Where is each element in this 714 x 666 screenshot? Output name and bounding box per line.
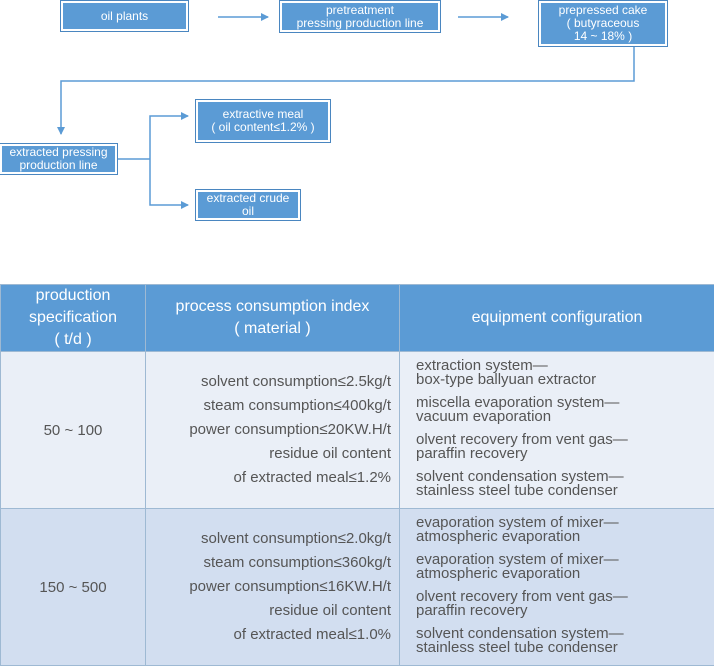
spec-cell: 50 ~ 100: [1, 352, 146, 509]
prepressed-cake-box: prepressed cake ( butyraceous 14 ~ 18% ): [539, 1, 667, 46]
index-line: steam consumption≤360kg/t: [147, 551, 391, 575]
arrow-to-meal: [150, 116, 188, 159]
index-line: residue oil content: [147, 599, 391, 623]
equipment-item: evaporation system of mixer— atmospheric…: [416, 516, 713, 544]
equipment-detail: paraffin recovery: [416, 604, 713, 618]
equipment-detail: atmospheric evaporation: [416, 530, 713, 544]
equipment-detail: atmospheric evaporation: [416, 567, 713, 581]
index-line: steam consumption≤400kg/t: [147, 394, 391, 418]
index-line: solvent consumption≤2.0kg/t: [147, 527, 391, 551]
table-header-row: production specification ( t/d ) process…: [1, 285, 714, 352]
equipment-detail: box-type ballyuan extractor: [416, 373, 713, 387]
connector-cake-to-extracted: [61, 47, 634, 134]
equipment-item: olvent recovery from vent gas— paraffin …: [416, 590, 713, 618]
equipment-item: solvent condensation system— stainless s…: [416, 470, 713, 498]
pretreatment-box: pretreatment pressing production line: [280, 1, 440, 32]
equipment-item: evaporation system of mixer— atmospheric…: [416, 553, 713, 581]
table-row: 50 ~ 100 solvent consumption≤2.5kg/t ste…: [1, 352, 714, 509]
index-line: solvent consumption≤2.5kg/t: [147, 370, 391, 394]
spec-cell: 150 ~ 500: [1, 509, 146, 666]
oil-plants-box: oil plants: [61, 1, 188, 31]
index-line: of extracted meal≤1.0%: [147, 623, 391, 647]
extracted-pressing-box: extracted pressing production line: [0, 144, 117, 174]
equipment-item: olvent recovery from vent gas— paraffin …: [416, 433, 713, 461]
index-line: residue oil content: [147, 442, 391, 466]
index-cell: solvent consumption≤2.5kg/t steam consum…: [146, 352, 400, 509]
equipment-cell: evaporation system of mixer— atmospheric…: [400, 509, 714, 666]
index-line: of extracted meal≤1.2%: [147, 466, 391, 490]
index-line: power consumption≤20KW.H/t: [147, 418, 391, 442]
equipment-detail: paraffin recovery: [416, 447, 713, 461]
equipment-detail: stainless steel tube condenser: [416, 641, 713, 655]
table-row: 150 ~ 500 solvent consumption≤2.0kg/t st…: [1, 509, 714, 666]
extractive-meal-box: extractive meal ( oil content≤1.2% ): [196, 100, 330, 142]
equipment-cell: extraction system— box-type ballyuan ext…: [400, 352, 714, 509]
equipment-detail: vacuum evaporation: [416, 410, 713, 424]
index-line: power consumption≤16KW.H/t: [147, 575, 391, 599]
arrow-to-crude-oil: [150, 159, 188, 205]
process-table: production specification ( t/d ) process…: [0, 284, 714, 666]
header-equipment: equipment configuration: [400, 285, 714, 352]
equipment-item: solvent condensation system— stainless s…: [416, 627, 713, 655]
equipment-item: miscella evaporation system— vacuum evap…: [416, 396, 713, 424]
equipment-detail: stainless steel tube condenser: [416, 484, 713, 498]
header-production-spec: production specification ( t/d ): [1, 285, 146, 352]
equipment-item: extraction system— box-type ballyuan ext…: [416, 359, 713, 387]
header-consumption-index: process consumption index ( material ): [146, 285, 400, 352]
crude-oil-box: extracted crude oil: [196, 190, 300, 220]
index-cell: solvent consumption≤2.0kg/t steam consum…: [146, 509, 400, 666]
